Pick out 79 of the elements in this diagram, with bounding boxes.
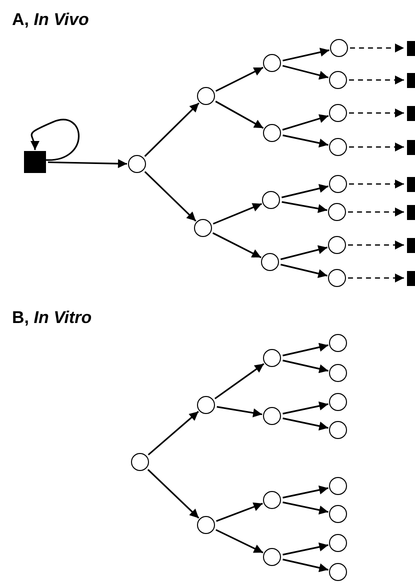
circle-node bbox=[329, 138, 347, 156]
circle-node bbox=[329, 534, 347, 552]
arrow bbox=[215, 66, 264, 92]
arrow bbox=[282, 201, 328, 214]
circle-node bbox=[328, 269, 346, 287]
arrow bbox=[148, 410, 199, 456]
arrow bbox=[282, 402, 328, 414]
circle-node bbox=[263, 548, 281, 566]
circle-node bbox=[263, 54, 281, 72]
arrow bbox=[280, 264, 328, 278]
arrow bbox=[216, 502, 263, 522]
circle-node bbox=[329, 477, 347, 495]
circle-node bbox=[329, 71, 347, 89]
filled-square bbox=[407, 204, 415, 220]
arrow bbox=[282, 114, 329, 131]
arrow bbox=[215, 100, 264, 129]
arrow bbox=[282, 542, 328, 556]
dashed-arrow bbox=[349, 180, 404, 188]
dashed-arrow bbox=[348, 274, 404, 282]
filled-square bbox=[407, 270, 415, 286]
arrow bbox=[282, 486, 328, 498]
filled-square bbox=[407, 72, 415, 88]
arrow bbox=[216, 529, 264, 554]
dashed-arrow bbox=[349, 142, 404, 152]
filled-square bbox=[407, 40, 415, 56]
filled-square bbox=[407, 238, 415, 252]
circle-node bbox=[128, 155, 146, 173]
arrow bbox=[216, 406, 262, 418]
panel-heading: B, In Vitro bbox=[12, 308, 92, 328]
circle-node bbox=[329, 175, 347, 193]
arrow bbox=[282, 64, 329, 80]
arrow bbox=[282, 342, 328, 356]
arrow bbox=[48, 159, 128, 168]
filled-square bbox=[407, 176, 415, 192]
circle-node bbox=[263, 407, 281, 425]
circle-node bbox=[329, 393, 347, 411]
circle-node bbox=[329, 104, 347, 122]
circle-node bbox=[328, 236, 346, 254]
circle-node bbox=[197, 87, 215, 105]
circle-node bbox=[197, 516, 215, 534]
filled-square bbox=[407, 106, 415, 120]
arrow bbox=[282, 502, 328, 514]
circle-node bbox=[330, 39, 348, 57]
dashed-arrow bbox=[349, 76, 404, 84]
circle-node bbox=[197, 396, 215, 414]
circle-node bbox=[263, 491, 281, 509]
dashed-arrow bbox=[348, 208, 404, 216]
arrow bbox=[212, 232, 262, 258]
arrow bbox=[282, 48, 330, 62]
arrow bbox=[282, 558, 328, 572]
dashed-arrow bbox=[348, 240, 404, 250]
circle-node bbox=[263, 349, 281, 367]
arrow bbox=[144, 171, 196, 222]
filled-square bbox=[24, 151, 46, 173]
circle-node bbox=[194, 219, 212, 237]
dashed-arrow bbox=[350, 44, 404, 52]
arrow bbox=[282, 184, 328, 198]
dashed-arrow bbox=[349, 108, 404, 118]
circle-node bbox=[329, 421, 347, 439]
arrow bbox=[282, 134, 328, 148]
circle-node bbox=[329, 505, 347, 523]
arrow bbox=[282, 418, 328, 430]
circle-node bbox=[261, 253, 279, 271]
loop-arrow bbox=[30, 119, 80, 161]
circle-node bbox=[329, 334, 347, 352]
circle-node bbox=[329, 563, 347, 581]
arrow bbox=[214, 363, 264, 400]
arrow bbox=[147, 469, 200, 519]
circle-node bbox=[263, 124, 281, 142]
circle-node bbox=[262, 191, 280, 209]
circle-node bbox=[131, 453, 149, 471]
arrow bbox=[282, 360, 328, 374]
arrow bbox=[144, 102, 200, 157]
panel-heading: A, In Vivo bbox=[12, 10, 89, 30]
circle-node bbox=[328, 203, 346, 221]
arrow bbox=[280, 245, 328, 260]
arrow bbox=[212, 203, 262, 225]
circle-node bbox=[329, 364, 347, 382]
filled-square bbox=[407, 140, 415, 154]
